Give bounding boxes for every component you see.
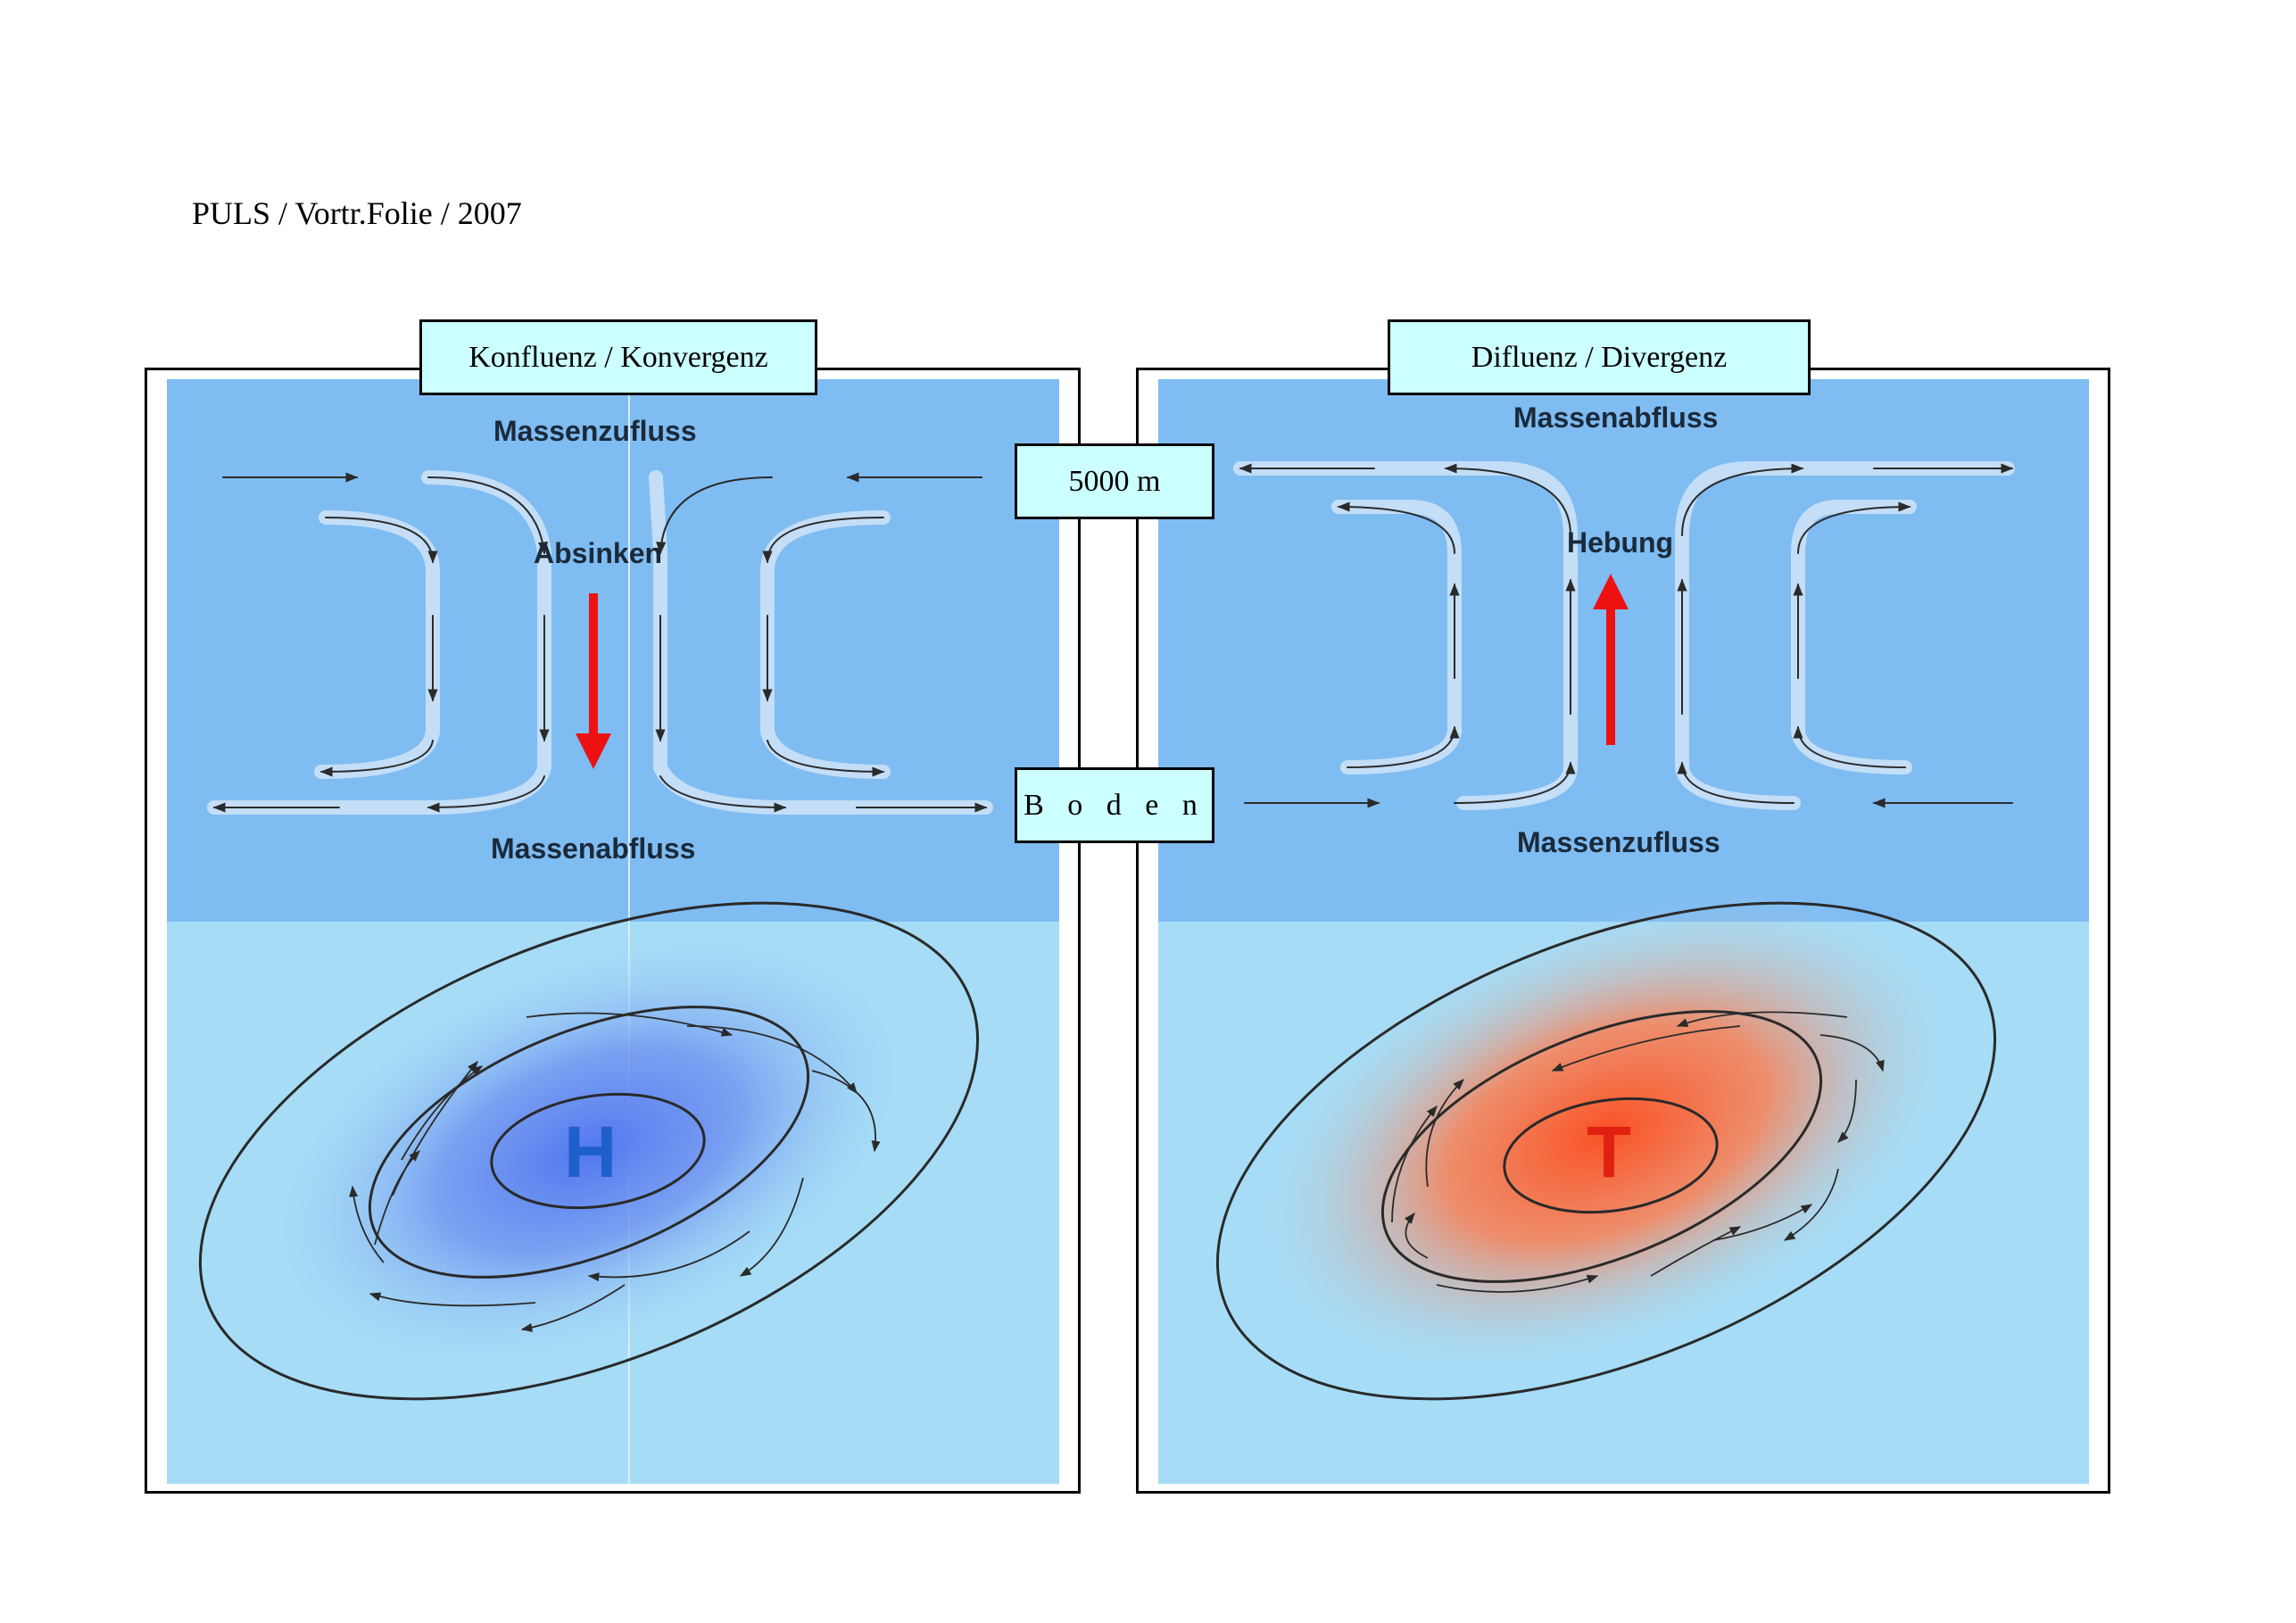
low-pressure-letter: T [1587,1112,1632,1193]
flow-arrow-out-inner-left [1337,501,1455,554]
isobar-inner [1503,1097,1719,1214]
high-pressure-letter: H [564,1112,618,1193]
isobar-middle [368,1006,810,1279]
lifting-arrow [1593,574,1629,745]
isobar-inner [490,1092,706,1210]
flow-arrow-inner-in-right [1793,725,1906,768]
flow-arrow-inner-right [762,517,884,564]
flow-arrow-out-inner-right [1797,501,1911,554]
right-upper-flow [1233,461,2015,810]
ground-label-box: B o d e n [1015,767,1214,843]
flow-arrow-out-inner-right [767,740,885,777]
flow-arrow-out-left [1444,463,1571,536]
left-panel-title: Konfluenz / Konvergenz [419,319,817,395]
flow-arrow-curve-in-left [1454,761,1576,804]
left-top-label: Massenzufluss [493,415,697,447]
right-panel-title: Difluenz / Divergenz [1388,319,1811,395]
left-bottom-label: Massenabfluss [491,832,696,865]
flow-arrow-curve-in-left [427,476,549,555]
right-top-label: Massenabfluss [1513,402,1719,434]
altitude-label-box: 5000 m [1015,443,1214,519]
sinking-arrow [576,593,611,769]
left-upper-flow [207,470,993,815]
isobar-outer [1216,901,1996,1401]
flow-arrow-out-left [427,775,545,813]
flow-arrow-out-inner-left [319,740,434,777]
high-pressure-isobars [199,901,979,1401]
flow-arrow-inner-left [325,517,438,564]
right-bottom-label: Massenzufluss [1517,826,1720,858]
isobar-outer [199,901,979,1401]
left-panel-background [167,379,1059,1484]
left-upper-air-zone [167,379,1059,922]
flow-arrow-out-right [659,775,787,813]
left-middle-label: Absinken [534,537,663,569]
right-middle-label: Hebung [1567,526,1674,559]
low-pressure-isobars [1216,901,1996,1401]
flow-arrow-curve-in-right [656,476,773,555]
right-panel-background [1158,379,2089,1484]
document-header: PULS / Vortr.Folie / 2007 [192,195,522,231]
flow-arrow-inner-in-left [1347,725,1460,768]
high-pressure-shading [258,927,920,1375]
flow-arrow-curve-in-right [1677,761,1795,804]
flow-arrow-out-right [1681,463,1804,536]
isobar-middle [1380,1010,1823,1283]
